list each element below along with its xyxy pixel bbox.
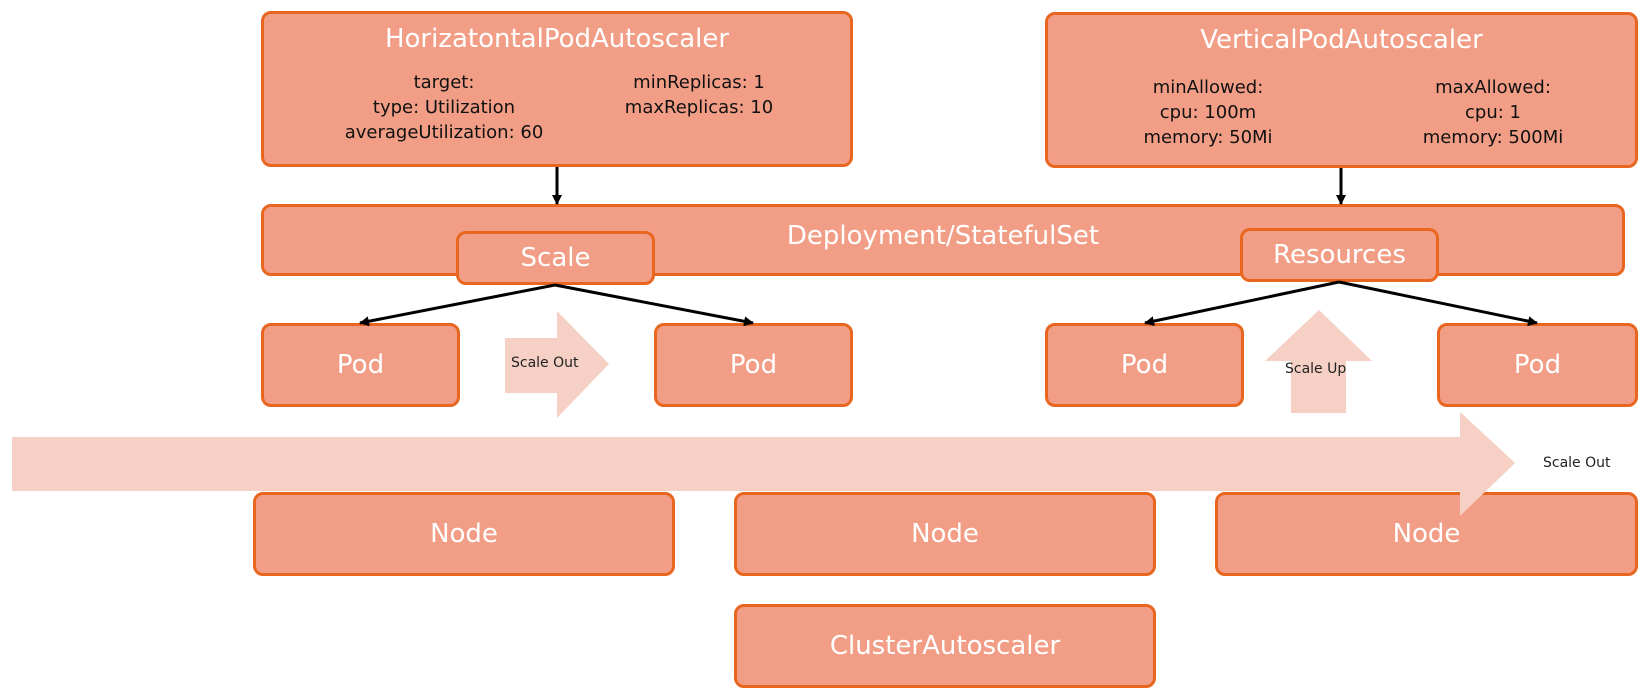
pod-label: Pod <box>1120 350 1169 380</box>
pod-box: Pod <box>1045 323 1244 407</box>
node-box: Node <box>1215 492 1638 576</box>
node-scale-out-arrow-head <box>1460 412 1515 516</box>
node-scale-out-arrow <box>12 412 1515 516</box>
pod-scale-out-arrow <box>505 311 609 418</box>
hpa-title: HorizatontalPodAutoscaler <box>384 24 730 54</box>
scale-to-pod-arrow <box>359 283 556 327</box>
vpa-min-allowed-line: minAllowed: <box>1152 77 1264 98</box>
vpa-max-memory-line: memory: 500Mi <box>1422 127 1564 148</box>
node-scale-out-label: Scale Out <box>1543 455 1611 471</box>
deployment-label: Deployment/StatefulSet <box>786 221 1100 251</box>
vpa-title: VerticalPodAutoscaler <box>1200 25 1483 55</box>
pod-scale-out-label: Scale Out <box>511 355 579 371</box>
pod-label: Pod <box>336 350 385 380</box>
hpa-box: HorizatontalPodAutoscaler target: type: … <box>261 11 853 167</box>
pod-box: Pod <box>261 323 460 407</box>
hpa-replicas-config: minReplicas: 1 maxReplicas: 10 <box>604 70 794 120</box>
resources-label: Resources <box>1273 240 1406 270</box>
pod-box: Pod <box>654 323 853 407</box>
vpa-max-allowed-line: maxAllowed: <box>1435 77 1551 98</box>
vpa-max-allowed-config: maxAllowed: cpu: 1 memory: 500Mi <box>1403 75 1583 150</box>
pod-scale-up-label: Scale Up <box>1285 361 1347 377</box>
vpa-min-allowed-config: minAllowed: cpu: 100m memory: 50Mi <box>1118 75 1298 150</box>
cluster-autoscaler-box: ClusterAutoscaler <box>734 604 1156 688</box>
hpa-average-utilization-line: averageUtilization: 60 <box>344 122 544 143</box>
node-label: Node <box>430 519 498 549</box>
scale-box: Scale <box>456 231 655 285</box>
node-box: Node <box>253 492 675 576</box>
scale-to-pod-arrow <box>554 283 754 327</box>
node-box: Node <box>734 492 1156 576</box>
hpa-type-line: type: Utilization <box>372 97 516 118</box>
pod-label: Pod <box>1513 350 1562 380</box>
scale-label: Scale <box>520 243 591 273</box>
resources-box: Resources <box>1240 228 1439 282</box>
hpa-target-config: target: type: Utilization averageUtiliza… <box>324 70 564 145</box>
node-label: Node <box>911 519 979 549</box>
hpa-max-replicas-line: maxReplicas: 10 <box>624 97 774 118</box>
vpa-box: VerticalPodAutoscaler minAllowed: cpu: 1… <box>1045 12 1638 168</box>
hpa-min-replicas-line: minReplicas: 1 <box>633 72 765 93</box>
vpa-min-cpu-line: cpu: 100m <box>1159 102 1257 123</box>
vpa-min-memory-line: memory: 50Mi <box>1143 127 1273 148</box>
vpa-max-cpu-line: cpu: 1 <box>1465 102 1521 123</box>
hpa-target-line: target: <box>413 72 475 93</box>
node-label: Node <box>1392 519 1461 549</box>
pod-label: Pod <box>729 350 778 380</box>
scale-up-arrow <box>1265 310 1372 413</box>
resources-to-pod-arrow <box>1144 280 1340 327</box>
resources-to-pod-arrow <box>1338 280 1538 327</box>
cluster-autoscaler-label: ClusterAutoscaler <box>829 631 1061 661</box>
